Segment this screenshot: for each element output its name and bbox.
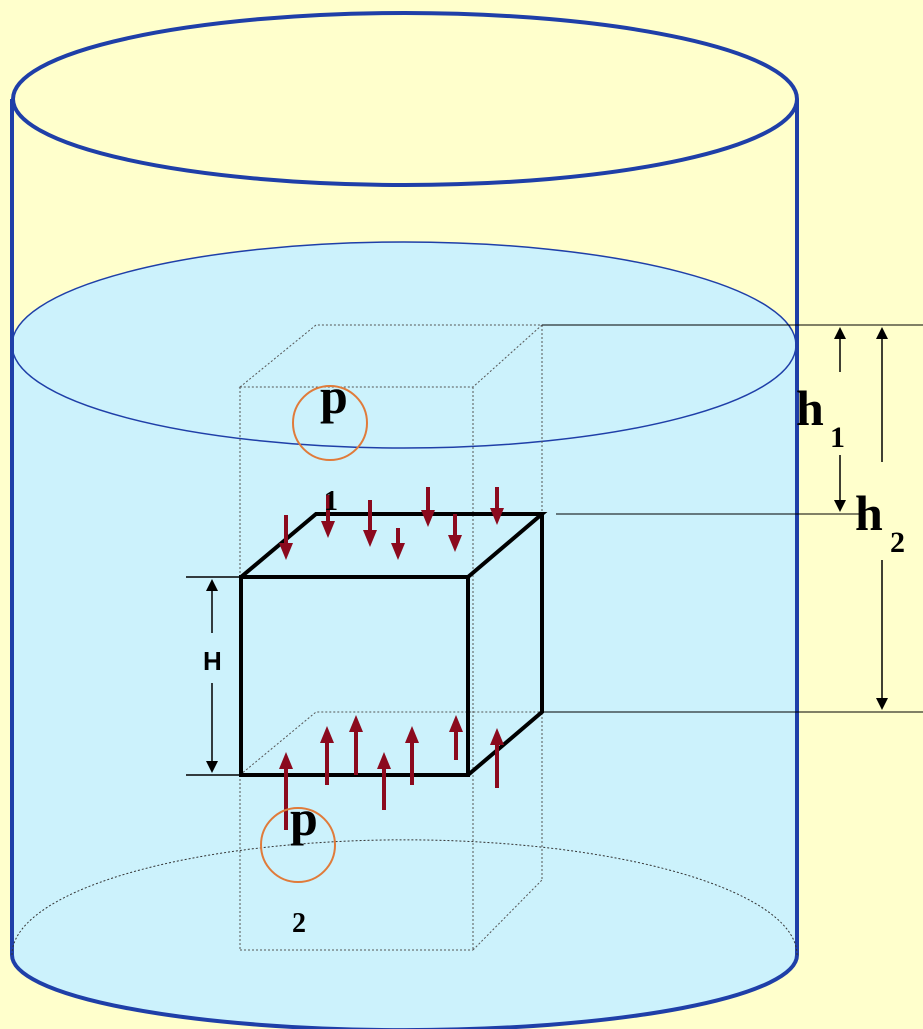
h1-subscript: 1 <box>830 421 845 454</box>
pressure-arrow-down <box>421 487 435 527</box>
H-label: H <box>203 646 222 676</box>
pressure-arrow-up <box>405 726 419 785</box>
p1-marker-circle <box>292 385 368 461</box>
H-dimension-arrow <box>186 576 241 776</box>
pressure-arrow-down <box>448 514 462 552</box>
h1-dimension-arrow <box>834 327 846 512</box>
h2-label: h <box>855 485 883 541</box>
h1-label: h <box>796 380 824 436</box>
pressure-arrow-down <box>490 487 504 525</box>
p2-subscript: 2 <box>292 908 306 939</box>
vessel-bottom-front <box>10 954 799 1029</box>
pressure-arrow-up <box>449 715 463 760</box>
pressure-arrow-up <box>349 715 363 775</box>
pressure-arrow-up <box>320 726 334 785</box>
pressure-arrow-down <box>391 528 405 560</box>
p2-marker-circle <box>260 807 336 883</box>
vessel-bottom-back <box>11 839 798 956</box>
pressure-arrow-down <box>321 495 335 538</box>
p1-label: p <box>320 368 348 424</box>
p2-label: p <box>290 790 318 846</box>
water-body <box>12 345 796 1029</box>
depth-reference-lines <box>542 324 923 713</box>
pressure-arrow-up <box>490 728 504 788</box>
bottom-face-pressure-arrows <box>279 715 504 830</box>
water-surface <box>11 241 797 449</box>
pressure-arrow-down <box>279 515 293 560</box>
top-face-pressure-arrows <box>279 487 504 560</box>
p1-subscript: 1 <box>324 486 338 517</box>
pressure-arrow-up <box>377 752 391 810</box>
pressure-arrow-up <box>279 752 293 830</box>
h2-subscript: 2 <box>890 526 905 559</box>
h2-dimension-arrow <box>876 327 888 710</box>
pressure-arrow-down <box>363 500 377 547</box>
vessel-rim <box>11 11 799 187</box>
